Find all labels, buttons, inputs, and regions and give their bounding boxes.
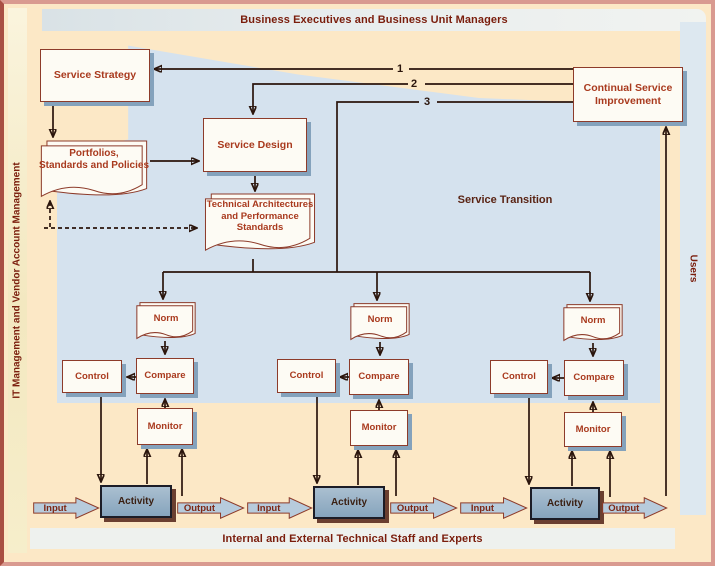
bottom-banner: Internal and External Technical Staff an…: [30, 528, 675, 549]
top-banner: Business Executives and Business Unit Ma…: [42, 9, 706, 31]
node-control-1: Control: [62, 360, 122, 393]
node-service-strategy: Service Strategy: [40, 49, 150, 102]
line-label-1: 1: [397, 63, 404, 75]
node-control-2: Control: [277, 359, 336, 393]
flow-output-2: Output: [390, 497, 458, 519]
right-banner: Users: [680, 22, 706, 515]
left-banner-label: IT Management and Vendor Account Managem…: [12, 162, 24, 399]
document-shape-icon: [38, 140, 150, 208]
doc-norm-1: Norm: [135, 302, 197, 346]
doc-norm-3: Norm: [562, 304, 624, 348]
arrow-shape-icon: [390, 497, 458, 519]
doc-norm-2: Norm: [349, 303, 411, 347]
node-compare-1: Compare: [136, 358, 194, 394]
flow-output-3: Output: [602, 497, 668, 519]
node-continual-service-improvement: Continual Service Improvement: [573, 67, 683, 122]
doc-technical-architectures: Technical Architectures and Performance …: [202, 193, 318, 262]
node-monitor-3: Monitor: [564, 412, 622, 447]
node-compare-2: Compare: [349, 359, 409, 395]
left-banner: IT Management and Vendor Account Managem…: [8, 8, 27, 553]
node-control-3: Control: [490, 360, 548, 394]
flow-output-1: Output: [177, 497, 245, 519]
arrow-shape-icon: [247, 497, 313, 519]
document-shape-icon: [202, 193, 318, 262]
document-shape-icon: [349, 303, 411, 347]
bottom-banner-label: Internal and External Technical Staff an…: [222, 532, 483, 545]
arrow-shape-icon: [602, 497, 668, 519]
node-activity-1: Activity: [100, 485, 172, 518]
flow-input-2: Input: [247, 497, 313, 519]
arrow-shape-icon: [33, 497, 100, 519]
service-transition-label: Service Transition: [457, 194, 553, 206]
node-compare-3: Compare: [564, 360, 624, 396]
flow-input-1: Input: [33, 497, 100, 519]
node-activity-3: Activity: [530, 487, 600, 520]
top-banner-label: Business Executives and Business Unit Ma…: [240, 14, 508, 26]
document-shape-icon: [562, 304, 624, 348]
line-label-3: 3: [424, 96, 431, 108]
arrow-shape-icon: [177, 497, 245, 519]
node-service-design: Service Design: [203, 118, 307, 172]
node-monitor-2: Monitor: [350, 410, 408, 446]
right-banner-label: Users: [687, 254, 699, 283]
line-label-2: 2: [411, 78, 418, 90]
document-shape-icon: [135, 302, 197, 346]
doc-portfolios-standards-policies: Portfolios, Standards and Policies: [38, 140, 150, 208]
node-monitor-1: Monitor: [137, 408, 193, 445]
arrow-shape-icon: [460, 497, 528, 519]
flow-input-3: Input: [460, 497, 528, 519]
node-activity-2: Activity: [313, 486, 385, 519]
